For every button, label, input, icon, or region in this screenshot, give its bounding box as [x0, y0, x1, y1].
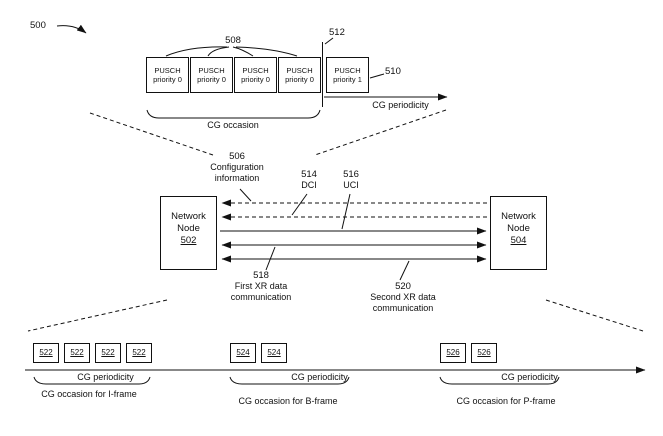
figure-ref: 500 [30, 20, 46, 31]
config-info-label: 506 Configuration information [185, 151, 289, 183]
pusch-box-1: PUSCH priority 0 [146, 57, 189, 93]
pusch-box-3-priority: priority 0 [241, 75, 270, 84]
dci-text: DCI [301, 180, 317, 190]
ref-506: 506 [229, 151, 245, 162]
figure-ref-arrow [56, 24, 87, 34]
zoom-line-bottom-right [545, 299, 644, 332]
cg-occasion-box-524-2: 524 [261, 343, 287, 363]
cg-occasion-box-526-1: 526 [440, 343, 466, 363]
pusch-box-2-title: PUSCH [198, 66, 225, 75]
ref-516: 516 [343, 169, 359, 180]
ref-520: 520 [395, 281, 411, 292]
second-xr-line1: Second XR data [370, 292, 436, 302]
ref-514: 514 [301, 169, 317, 180]
cg-periodicity-label-bframe: CG periodicity [291, 372, 348, 382]
pusch-box-1-priority: priority 0 [153, 75, 182, 84]
network-node-504-line1: Network [501, 211, 536, 222]
cg-occasion-brace [146, 109, 321, 119]
ref-508-leader-1 [165, 46, 228, 57]
ref-518: 518 [253, 270, 269, 281]
periodicity-span-iframe [33, 376, 151, 385]
cg-periodicity-label-pframe: CG periodicity [501, 372, 558, 382]
pusch-box-4-title: PUSCH [286, 66, 313, 75]
pusch-box-2-priority: priority 0 [197, 75, 226, 84]
network-node-502-line2: Node [177, 223, 200, 234]
pusch-box-1-title: PUSCH [154, 66, 181, 75]
uci-text: UCI [343, 180, 359, 190]
first-xr-line2: communication [230, 291, 292, 302]
pusch-box-4: PUSCH priority 0 [278, 57, 321, 93]
cg-occasion-box-526-2: 526 [471, 343, 497, 363]
cg-occasion-box-522-2: 522 [64, 343, 90, 363]
ref-510-leader [369, 73, 385, 79]
ref-508-leader-4 [235, 46, 298, 57]
network-node-504: Network Node 504 [490, 196, 547, 270]
ref-508-leader-3 [232, 46, 254, 57]
periodicity-span-pframe [439, 376, 560, 385]
pusch-box-5-title: PUSCH [334, 66, 361, 75]
ref-508: 508 [225, 35, 241, 46]
ref-508-leader-2 [207, 46, 230, 57]
cg-occasion-box-522-3: 522 [95, 343, 121, 363]
cg-occasion-label: CG occasion [207, 120, 259, 130]
periodicity-span-bframe [229, 376, 350, 385]
cg-periodicity-label-top: CG periodicity [372, 100, 429, 110]
ref-502: 502 [180, 235, 197, 246]
ref-512-leader [324, 37, 334, 45]
config-info-line1: Configuration [210, 162, 264, 172]
cg-occasion-box-524-1: 524 [230, 343, 256, 363]
cg-occasion-pframe-label: CG occasion for P-frame [456, 396, 556, 406]
ref-520-leader [399, 260, 410, 281]
ref-506-leader [239, 188, 252, 202]
pusch-box-3-title: PUSCH [242, 66, 269, 75]
pusch-box-5-priority: priority 1 [333, 75, 362, 84]
network-node-502: Network Node 502 [160, 196, 217, 270]
zoom-line-top-right [314, 109, 447, 156]
cg-periodicity-label-iframe: CG periodicity [77, 372, 134, 382]
cg-occasion-iframe-label: CG occasion for I-frame [41, 389, 137, 399]
ref-504: 504 [510, 235, 527, 246]
network-node-502-line1: Network [171, 211, 206, 222]
cg-occasion-box-522-4: 522 [126, 343, 152, 363]
second-xr-line2: communication [372, 302, 434, 313]
uci-label: 516 UCI [333, 169, 369, 191]
ref-510: 510 [385, 66, 401, 77]
cg-occasion-bframe-label: CG occasion for B-frame [238, 396, 338, 406]
zoom-line-top-left [89, 112, 214, 156]
pusch-box-5: PUSCH priority 1 [326, 57, 369, 93]
zoom-line-bottom-left [27, 299, 168, 332]
pusch-box-4-priority: priority 0 [285, 75, 314, 84]
ref-512: 512 [329, 27, 345, 38]
ref-516-leader [341, 193, 351, 230]
second-xr-label: 520 Second XR data communication [350, 281, 456, 313]
first-xr-label: 518 First XR data communication [213, 270, 309, 302]
first-xr-line1: First XR data [234, 281, 288, 291]
ref-514-leader [291, 193, 308, 216]
network-node-504-line2: Node [507, 223, 530, 234]
dci-label: 514 DCI [291, 169, 327, 191]
cg-occasion-box-522-1: 522 [33, 343, 59, 363]
config-info-line2: information [214, 172, 260, 183]
pusch-box-2: PUSCH priority 0 [190, 57, 233, 93]
pusch-box-3: PUSCH priority 0 [234, 57, 277, 93]
